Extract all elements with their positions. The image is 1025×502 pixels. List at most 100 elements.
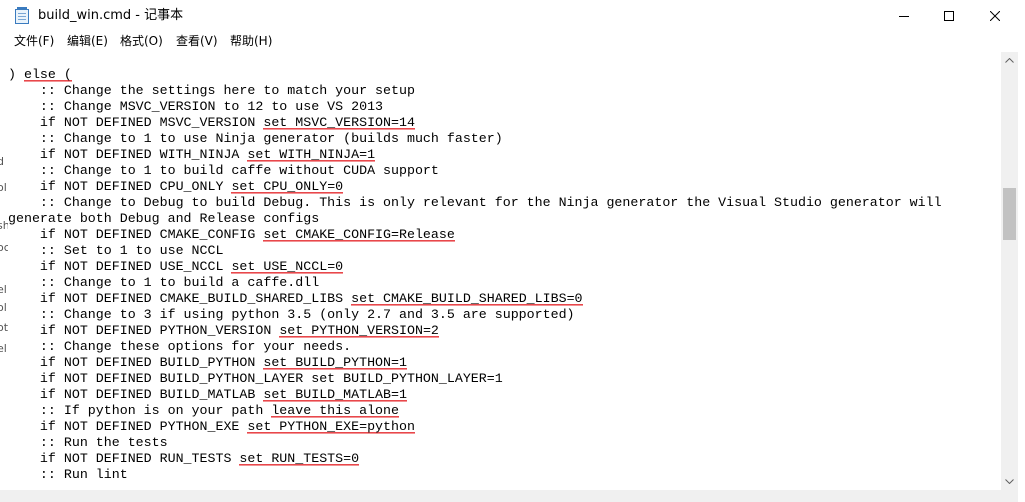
code-text: if NOT DEFINED CPU_ONLY: [8, 179, 232, 194]
code-text: :: Run lint: [8, 467, 128, 482]
code-text: :: Change to Debug to build Debug. This …: [8, 195, 942, 210]
code-text: if NOT DEFINED WITH_NINJA: [8, 147, 248, 162]
code-text: :: Run the tests: [8, 435, 168, 450]
code-line: if NOT DEFINED PYTHON_EXE set PYTHON_EXE…: [8, 419, 942, 435]
code-line: if NOT DEFINED WITH_NINJA set WITH_NINJA…: [8, 147, 942, 163]
window-title: build_win.cmd - 记事本: [38, 8, 184, 23]
annotated-text: set BUILD_PYTHON=1: [263, 355, 407, 370]
background-fragment: oc: [0, 241, 8, 254]
menu-edit[interactable]: 编辑(E): [67, 34, 108, 48]
code-text: :: Change MSVC_VERSION to 12 to use VS 2…: [8, 99, 384, 114]
annotated-text: set PYTHON_EXE=python: [247, 419, 415, 434]
menu-format[interactable]: 格式(O): [120, 34, 163, 48]
code-line: :: Set to 1 to use NCCL: [8, 243, 942, 259]
file-content[interactable]: ) else ( :: Change the settings here to …: [8, 67, 942, 483]
code-text: :: Change to 1 to build a caffe.dll: [8, 275, 320, 290]
background-window-edge: d ol sh oc el ol ot el: [0, 150, 8, 360]
annotated-text: set MSVC_VERSION=14: [263, 115, 415, 130]
code-text: if NOT DEFINED PYTHON_VERSION: [8, 323, 280, 338]
close-button[interactable]: [972, 0, 1018, 31]
menu-help[interactable]: 帮助(H): [230, 34, 273, 48]
annotated-text: leave this alone: [271, 403, 399, 418]
close-icon: [990, 10, 1000, 21]
code-line: :: Change to 1 to build caffe without CU…: [8, 163, 942, 179]
chevron-up-icon: [1005, 58, 1014, 63]
code-line: :: Change to 1 to use Ninja generator (b…: [8, 131, 942, 147]
background-fragment: ol: [0, 301, 7, 314]
code-line: if NOT DEFINED BUILD_PYTHON set BUILD_PY…: [8, 355, 942, 371]
annotated-text: set WITH_NINJA=1: [247, 147, 376, 162]
minimize-button[interactable]: [881, 0, 927, 31]
code-line: if NOT DEFINED BUILD_MATLAB set BUILD_MA…: [8, 387, 942, 403]
vertical-scrollbar[interactable]: [1001, 52, 1018, 490]
background-fragment: sh: [0, 219, 8, 232]
background-fragment: ol: [0, 181, 7, 194]
code-text: :: Change the settings here to match you…: [8, 83, 415, 98]
code-line: :: Run the tests: [8, 435, 942, 451]
annotated-text: set CMAKE_BUILD_SHARED_LIBS=0: [351, 291, 583, 306]
code-text: :: Set to 1 to use NCCL: [8, 243, 224, 258]
code-line: if NOT DEFINED CPU_ONLY set CPU_ONLY=0: [8, 179, 942, 195]
title-bar[interactable]: build_win.cmd - 记事本: [0, 0, 1025, 31]
annotated-text: set BUILD_MATLAB=1: [263, 387, 407, 402]
code-text: if NOT DEFINED PYTHON_EXE: [8, 419, 248, 434]
annotated-text: set PYTHON_VERSION=2: [279, 323, 439, 338]
background-fragment: el: [0, 342, 7, 355]
menu-bar: 文件(F) 编辑(E) 格式(O) 查看(V) 帮助(H): [0, 31, 1025, 53]
menu-view[interactable]: 查看(V): [176, 34, 218, 48]
code-text: ): [8, 67, 24, 82]
code-text: :: Change to 1 to build caffe without CU…: [8, 163, 439, 178]
annotated-text: else (: [23, 67, 72, 82]
scrollbar-thumb[interactable]: [1003, 188, 1016, 240]
annotated-text: set CPU_ONLY=0: [231, 179, 344, 194]
code-text: if NOT DEFINED BUILD_MATLAB: [8, 387, 264, 402]
background-fragment: d: [0, 155, 4, 168]
code-text: if NOT DEFINED CMAKE_CONFIG: [8, 227, 264, 242]
code-line: :: Change MSVC_VERSION to 12 to use VS 2…: [8, 99, 942, 115]
code-line: :: Change these options for your needs.: [8, 339, 942, 355]
annotated-text: set RUN_TESTS=0: [239, 451, 360, 466]
code-text: :: Change these options for your needs.: [8, 339, 352, 354]
code-text: generate both Debug and Release configs: [8, 211, 320, 226]
scroll-down-button[interactable]: [1001, 473, 1018, 490]
horizontal-scrollbar[interactable]: [0, 490, 1018, 502]
maximize-icon: [944, 10, 954, 21]
notepad-icon: [15, 7, 29, 24]
code-line: :: Change to 1 to build a caffe.dll: [8, 275, 942, 291]
code-line: if NOT DEFINED CMAKE_CONFIG set CMAKE_CO…: [8, 227, 942, 243]
code-text: :: If python is on your path: [8, 403, 272, 418]
code-text: if NOT DEFINED RUN_TESTS: [8, 451, 240, 466]
code-text: if NOT DEFINED MSVC_VERSION: [8, 115, 264, 130]
code-line: if NOT DEFINED PYTHON_VERSION set PYTHON…: [8, 323, 942, 339]
annotated-text: set USE_NCCL=0: [231, 259, 344, 274]
background-fragment: el: [0, 283, 7, 296]
code-line: if NOT DEFINED CMAKE_BUILD_SHARED_LIBS s…: [8, 291, 942, 307]
text-editor-area[interactable]: d ol sh oc el ol ot el ) else ( :: Chang…: [0, 52, 1001, 490]
window-border: [1018, 52, 1025, 502]
code-text: if NOT DEFINED CMAKE_BUILD_SHARED_LIBS: [8, 291, 352, 306]
code-text: :: Change to 3 if using python 3.5 (only…: [8, 307, 575, 322]
code-line: :: Run lint: [8, 467, 942, 483]
scroll-up-button[interactable]: [1001, 52, 1018, 69]
code-line: :: Change to 3 if using python 3.5 (only…: [8, 307, 942, 323]
maximize-button[interactable]: [926, 0, 972, 31]
code-text: :: Change to 1 to use Ninja generator (b…: [8, 131, 503, 146]
code-line: :: Change the settings here to match you…: [8, 83, 942, 99]
chevron-down-icon: [1005, 479, 1014, 484]
code-line: if NOT DEFINED MSVC_VERSION set MSVC_VER…: [8, 115, 942, 131]
code-text: if NOT DEFINED USE_NCCL: [8, 259, 232, 274]
annotated-text: set CMAKE_CONFIG=Release: [263, 227, 455, 242]
background-fragment: ot: [0, 321, 8, 334]
code-line: if NOT DEFINED BUILD_PYTHON_LAYER set BU…: [8, 371, 942, 387]
minimize-icon: [899, 15, 909, 17]
code-line: :: Change to Debug to build Debug. This …: [8, 195, 942, 211]
code-text: if NOT DEFINED BUILD_PYTHON: [8, 355, 264, 370]
menu-file[interactable]: 文件(F): [14, 34, 55, 48]
code-line: generate both Debug and Release configs: [8, 211, 942, 227]
code-line: if NOT DEFINED USE_NCCL set USE_NCCL=0: [8, 259, 942, 275]
code-line: if NOT DEFINED RUN_TESTS set RUN_TESTS=0: [8, 451, 942, 467]
code-text: if NOT DEFINED BUILD_PYTHON_LAYER set BU…: [8, 371, 503, 386]
code-line: ) else (: [8, 67, 942, 83]
code-line: :: If python is on your path leave this …: [8, 403, 942, 419]
